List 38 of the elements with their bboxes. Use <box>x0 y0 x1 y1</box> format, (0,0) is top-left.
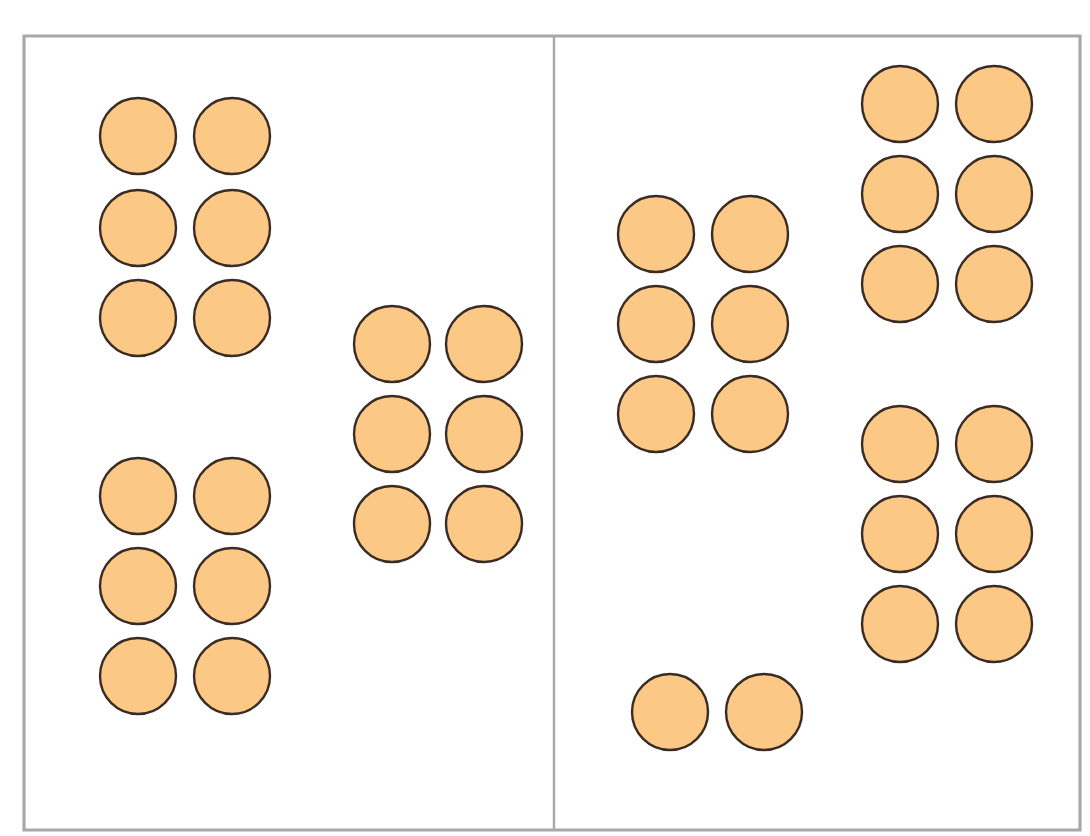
counter-circle <box>192 188 272 268</box>
counter-circle <box>710 194 790 274</box>
counter-circle <box>710 284 790 364</box>
counter-circle <box>352 394 432 474</box>
counter-circle <box>954 584 1034 664</box>
counter-circle <box>192 546 272 626</box>
counter-circle <box>98 546 178 626</box>
counter-circle <box>98 456 178 536</box>
counter-circle <box>616 194 696 274</box>
counter-circle <box>860 584 940 664</box>
counter-circle <box>954 64 1034 144</box>
counter-circle <box>192 636 272 716</box>
counter-circle <box>860 494 940 574</box>
counter-circle <box>616 374 696 454</box>
counter-circle <box>352 484 432 564</box>
counter-circle <box>954 244 1034 324</box>
counter-circle <box>860 64 940 144</box>
counter-circle <box>98 636 178 716</box>
counter-circle <box>352 304 432 384</box>
counter-circle <box>192 96 272 176</box>
counter-circle <box>630 672 710 752</box>
counter-circle <box>444 304 524 384</box>
counter-circle <box>954 494 1034 574</box>
counter-circle <box>860 244 940 324</box>
counter-circle <box>192 456 272 536</box>
counter-circle <box>954 404 1034 484</box>
counter-circle <box>98 96 178 176</box>
counter-circle <box>444 394 524 474</box>
counter-circle <box>98 188 178 268</box>
counter-circle <box>954 154 1034 234</box>
counter-circle <box>616 284 696 364</box>
counter-circle <box>98 278 178 358</box>
counter-circle <box>860 154 940 234</box>
counter-circle <box>860 404 940 484</box>
counter-circle <box>724 672 804 752</box>
counter-circle <box>444 484 524 564</box>
counter-circle <box>192 278 272 358</box>
counter-circle <box>710 374 790 454</box>
